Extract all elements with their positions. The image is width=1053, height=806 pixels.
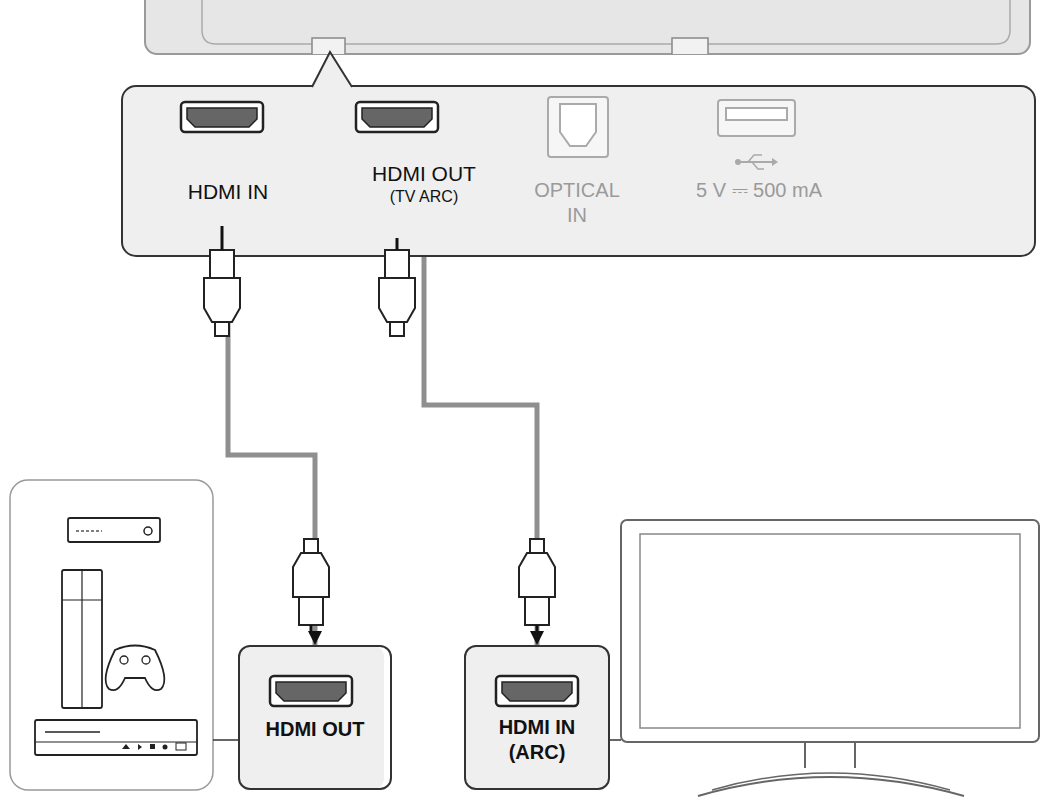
port-name: HDMI OUT — [240, 717, 390, 742]
port-name: HDMI IN (ARC) — [481, 715, 593, 765]
television — [698, 777, 964, 796]
hdmi-port — [270, 676, 352, 706]
source-devices — [176, 743, 186, 750]
source-devices — [106, 646, 165, 691]
usb-port — [748, 155, 762, 162]
source-devices — [45, 731, 100, 733]
port-label: HDMI OUT(TV ARC) — [337, 155, 511, 227]
hdmi-plug — [379, 250, 415, 336]
hdmi-port — [181, 102, 263, 132]
hdmi-port — [356, 102, 438, 132]
port-rating-disabled: 5 V ⎓ 500 mA — [654, 178, 864, 203]
arrow-shaft — [396, 238, 399, 250]
hdmi-port — [270, 676, 352, 706]
usb-port — [718, 100, 795, 136]
port-name: HDMI IN — [162, 171, 294, 205]
hdmi-plug — [519, 539, 555, 625]
source-devices — [144, 527, 152, 535]
callout-panel — [122, 86, 1035, 256]
optical-port — [548, 97, 608, 157]
callout-panel — [314, 86, 350, 89]
source-devices — [163, 745, 168, 750]
usb-port — [718, 100, 795, 169]
arrow-shaft — [221, 226, 224, 250]
source-devices — [68, 518, 160, 542]
soundbar — [145, 0, 1030, 54]
source-devices — [213, 739, 238, 741]
source-devices — [62, 570, 102, 708]
port-box-ground — [238, 645, 384, 790]
source-devices — [81, 570, 82, 708]
usb-port — [772, 158, 778, 166]
port-name: HDMI OUT — [337, 155, 511, 187]
television — [712, 773, 950, 790]
source-devices — [120, 656, 128, 664]
television — [640, 534, 1020, 728]
hdmi-port — [181, 102, 263, 132]
hdmi-port — [356, 102, 438, 132]
television — [621, 520, 1039, 742]
callout-panel — [122, 52, 1035, 256]
hdmi-port — [496, 676, 578, 706]
source-devices — [138, 744, 142, 750]
hdmi-plug — [293, 539, 329, 625]
source-devices — [150, 744, 155, 749]
port-label-disabled: OPTICAL IN — [527, 178, 627, 228]
source-devices — [35, 720, 197, 755]
television — [610, 739, 621, 741]
source-devices — [62, 599, 102, 600]
port-box: HDMI OUT — [238, 645, 392, 790]
television — [610, 520, 1039, 796]
usb-port — [735, 159, 741, 165]
callout-panel: OPTICAL IN 5 V ⎓ 500 mA HDMI IN HDMI OUT(TV… — [122, 86, 1035, 256]
hdmi-plug — [204, 250, 240, 336]
usb-port — [738, 161, 772, 163]
optical-port — [560, 104, 596, 146]
callout-panel — [312, 52, 352, 87]
source-devices — [142, 656, 150, 664]
port-box-ground — [464, 645, 610, 790]
hdmi-plug — [204, 250, 555, 625]
arrow-shaft — [310, 625, 313, 634]
hdmi-port — [496, 676, 578, 706]
arrow-shaft — [536, 625, 539, 634]
port-note: (TV ARC) — [337, 187, 511, 207]
port-box: HDMI IN (ARC) — [464, 645, 610, 790]
source-devices — [10, 480, 238, 790]
port-label: HDMI IN — [162, 171, 294, 213]
usb-port — [752, 162, 764, 169]
usb-port — [726, 108, 787, 120]
source-devices — [76, 530, 102, 532]
arrow-shaft — [222, 226, 537, 634]
television — [805, 742, 855, 768]
source-devices — [10, 480, 213, 790]
source-devices — [122, 744, 130, 749]
optical-port — [548, 97, 608, 157]
soundbar — [672, 38, 708, 54]
soundbar — [312, 38, 345, 54]
soundbar — [145, 0, 1030, 54]
source-devices — [35, 742, 197, 743]
